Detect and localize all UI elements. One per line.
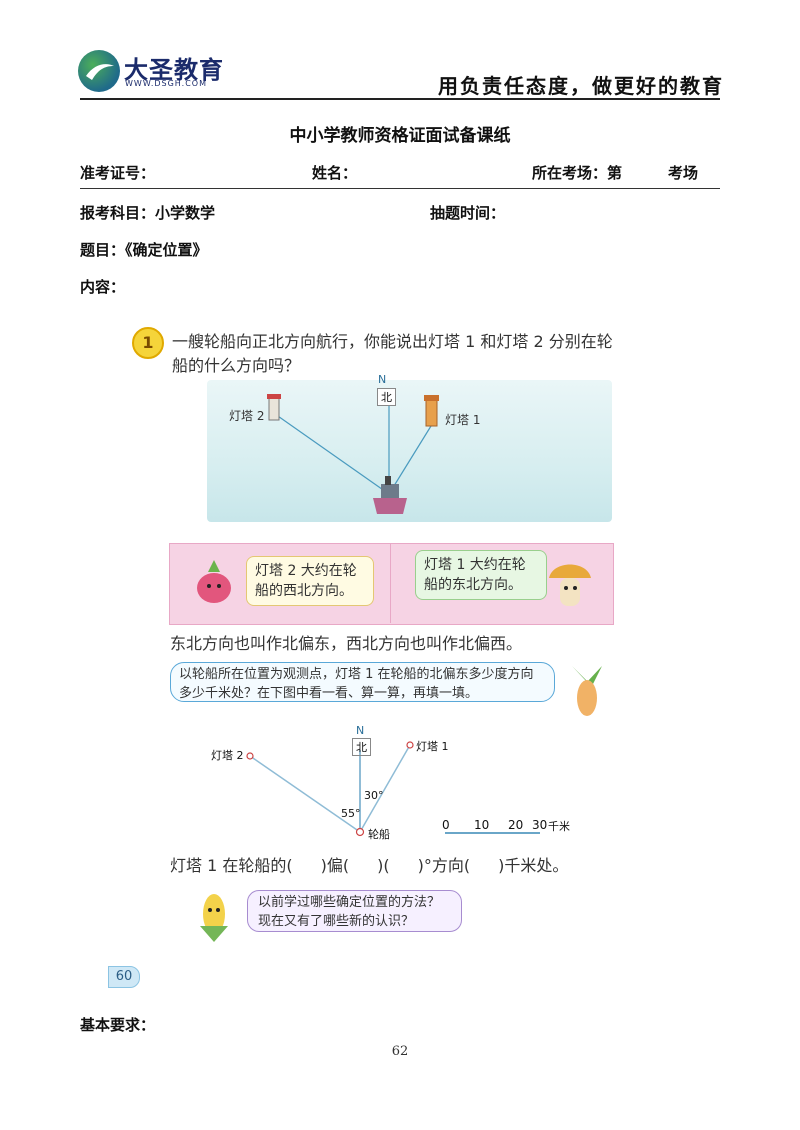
north-letter: N xyxy=(378,373,387,386)
scale-tick-10: 10 xyxy=(474,818,490,832)
lighthouse2-label: 灯塔 2 xyxy=(229,409,265,423)
statement-text: 东北方向也叫作北偏东，西北方向也叫作北偏西。 xyxy=(170,634,523,653)
name-label: 姓名： xyxy=(312,164,358,182)
room-label: 所在考场：第 xyxy=(532,164,623,182)
question-number-badge: 1 xyxy=(132,327,164,359)
speech-bubble-left: 灯塔 2 大约在轮船的西北方向。 xyxy=(246,556,374,606)
reflection-bubble: 以前学过哪些确定位置的方法？现在又有了哪些新的认识？ xyxy=(247,890,462,932)
fill-part-3: )( xyxy=(377,856,390,875)
admission-label: 准考证号： xyxy=(80,164,156,182)
diagram-lighthouse2: 灯塔 2 xyxy=(211,749,244,762)
radish-character-icon xyxy=(192,558,236,606)
panel-divider xyxy=(390,543,391,623)
corn-character-icon xyxy=(192,886,236,944)
question-text: 一艘轮船向正北方向航行，你能说出灯塔 1 和灯塔 2 分别在轮船的什么方向吗？ xyxy=(172,332,613,375)
lighthouse1-label: 灯塔 1 xyxy=(445,413,481,427)
fill-part-2: )偏( xyxy=(320,856,350,875)
topic-label: 题目：《确定位置》 xyxy=(80,241,208,259)
subject-label: 报考科目：小学数学 xyxy=(80,204,216,222)
header-divider xyxy=(80,98,720,100)
fill-part-1: 灯塔 1 在轮船的( xyxy=(170,856,293,875)
angle-55: 55° xyxy=(341,807,361,820)
carrot-character-icon xyxy=(562,662,612,720)
speech-bubble-right: 灯塔 1 大约在轮船的东北方向。 xyxy=(415,550,547,600)
document-title: 中小学教师资格证面试备课纸 xyxy=(289,126,511,146)
mushroom-character-icon xyxy=(545,556,595,612)
diagram-ship: 轮船 xyxy=(368,828,390,841)
logo-icon xyxy=(78,50,120,92)
requirements-label: 基本要求： xyxy=(80,1016,156,1034)
north-label: 北 xyxy=(377,388,396,406)
diagram-north-label: 北 xyxy=(352,738,371,756)
scale-unit: 千米 xyxy=(548,820,570,833)
diagram-lighthouse1: 灯塔 1 xyxy=(416,740,449,753)
fill-part-5: )千米处。 xyxy=(498,856,569,875)
hint-bubble: 以轮船所在位置为观测点，灯塔 1 在轮船的北偏东多少度方向多少千米处？在下图中看… xyxy=(170,662,555,702)
slogan: 用负责任态度，做更好的教育 xyxy=(438,74,724,98)
brand-url: WWW.DSGH.COM xyxy=(125,79,207,88)
scale-tick-0: 0 xyxy=(442,818,450,832)
direction-diagram xyxy=(200,720,630,845)
diagram-north-letter: N xyxy=(356,724,365,737)
content-label: 内容： xyxy=(80,278,126,296)
scale-tick-20: 20 xyxy=(508,818,524,832)
angle-30: 30° xyxy=(364,789,384,802)
room-suffix: 考场 xyxy=(668,164,699,182)
fill-part-4: )°方向( xyxy=(417,856,471,875)
field-divider xyxy=(80,188,720,189)
book-page-number: 60 xyxy=(108,966,140,988)
scale-tick-30: 30 xyxy=(532,818,548,832)
draw-time-label: 抽题时间： xyxy=(430,204,506,222)
fill-in-sentence: 灯塔 1 在轮船的( )偏( )( )°方向( )千米处。 xyxy=(170,852,568,876)
page-number: 62 xyxy=(391,1044,409,1059)
sea-illustration xyxy=(207,380,612,522)
brand-name: 大圣教育 xyxy=(124,56,224,84)
